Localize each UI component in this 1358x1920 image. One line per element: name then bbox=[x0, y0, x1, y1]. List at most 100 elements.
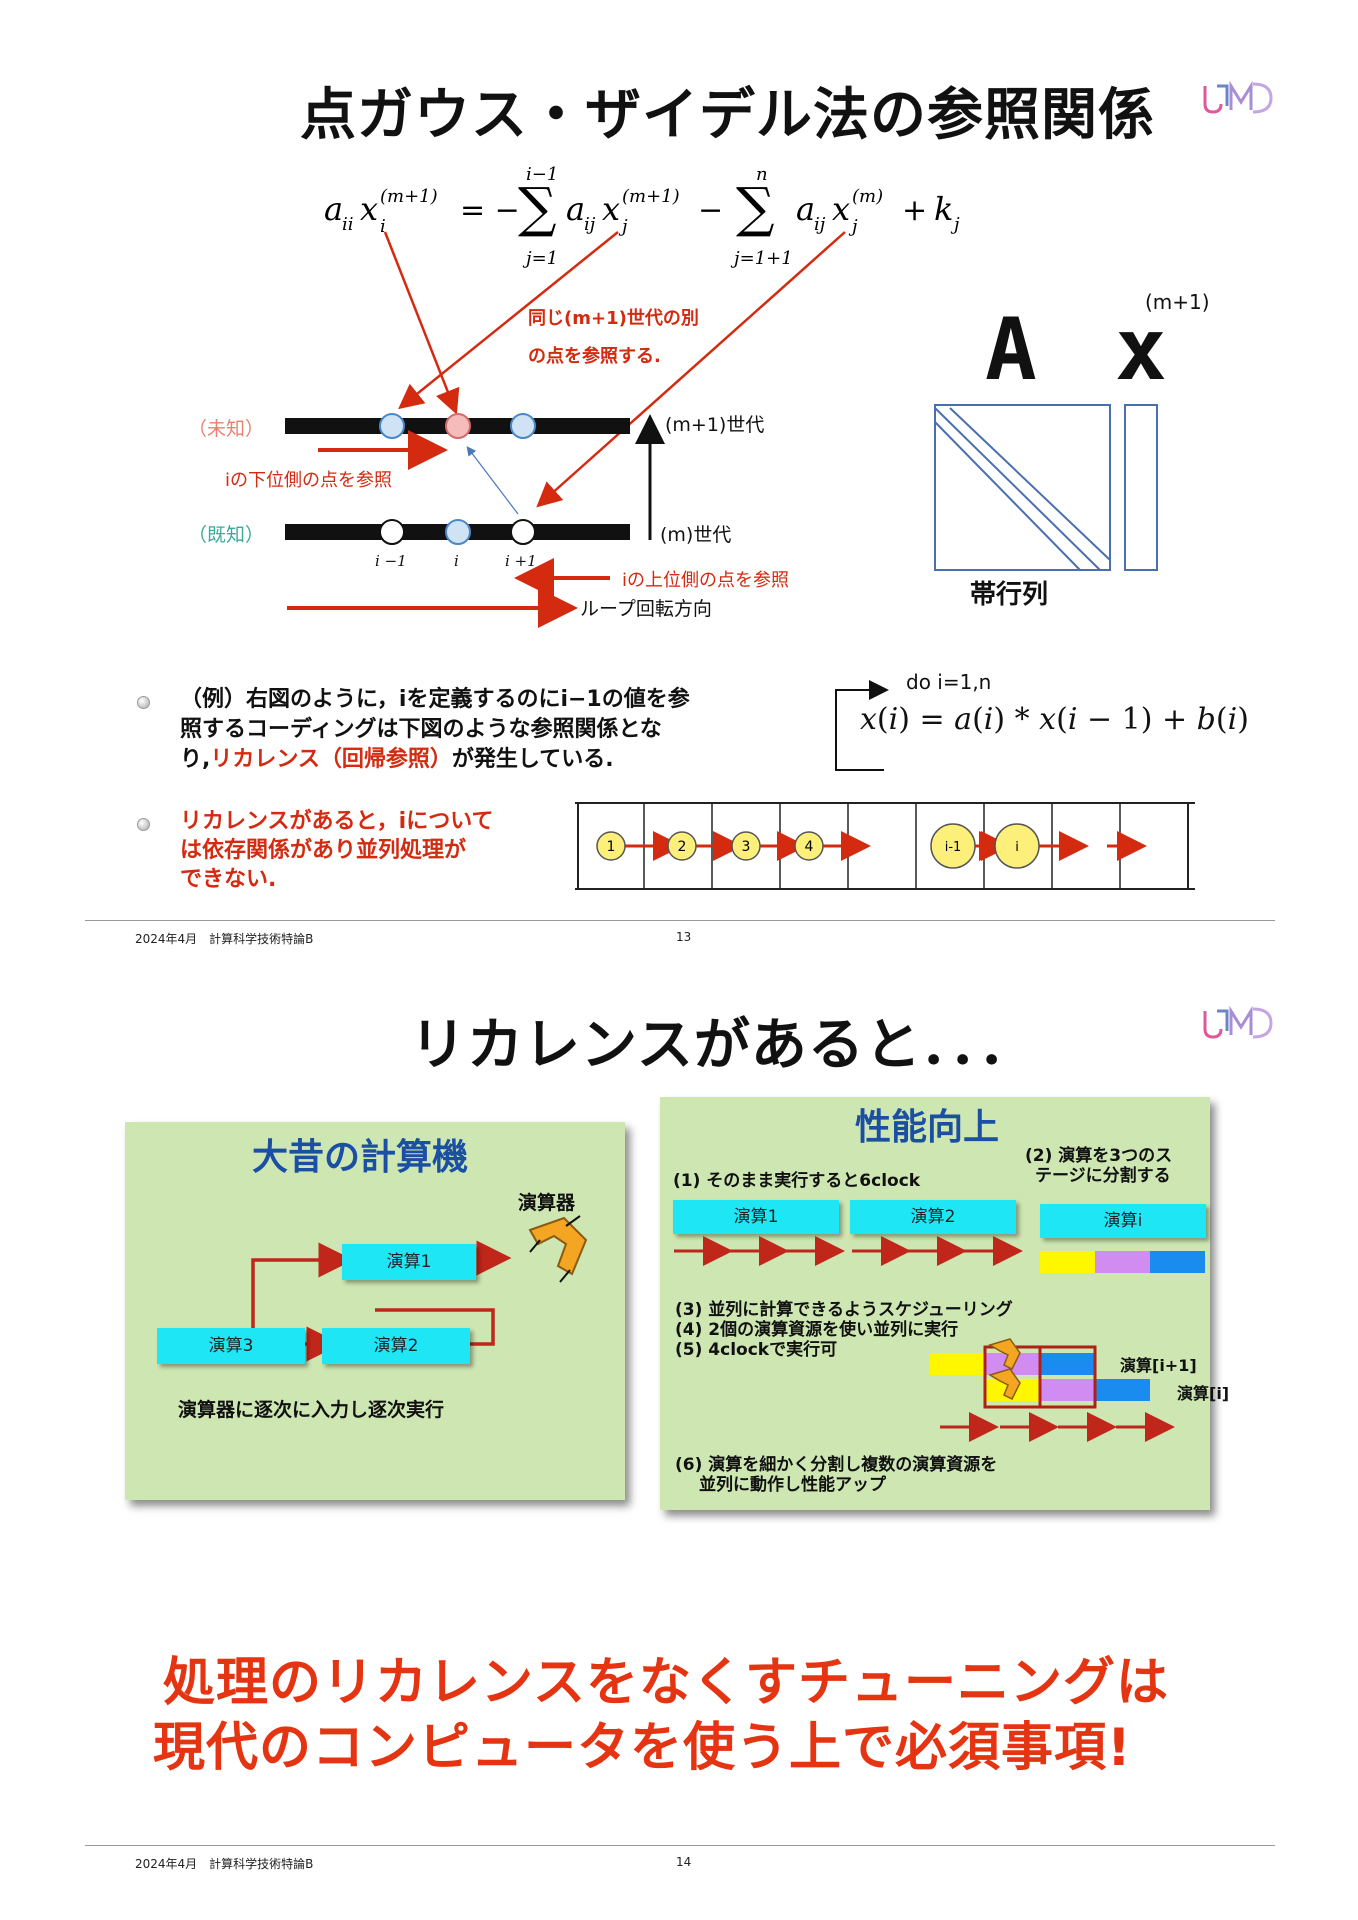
bullet-1-text: （例）右図のように，iを定義するのにi−1の値を参 照するコーディングは下図のよ… bbox=[180, 685, 690, 775]
conclusion-line-1: 処理のリカレンスをなくすチューニングは bbox=[163, 1653, 1169, 1713]
vector-x bbox=[1124, 404, 1158, 571]
annotation-line-1: 同じ(m+1)世代の別 bbox=[528, 308, 699, 329]
bullet-2-line-3: できない. bbox=[180, 867, 277, 892]
chain-node-i bbox=[994, 823, 1040, 869]
jmd-logo-icon-2 bbox=[1203, 1005, 1273, 1039]
band-matrix-label: 帯行列 bbox=[970, 580, 1049, 610]
svg-text:j=1: j=1 bbox=[522, 248, 558, 269]
svg-text:i−1: i−1 bbox=[526, 164, 558, 185]
index-label-i: i bbox=[454, 552, 459, 570]
chain-node-im1 bbox=[930, 823, 976, 869]
label-gen-next: (m+1)世代 bbox=[665, 414, 765, 436]
svg-text:ij: ij bbox=[584, 214, 596, 235]
index-label-im1: i −1 bbox=[375, 552, 407, 570]
perf-step2-line-1: (2) 演算を3つのス bbox=[1025, 1146, 1173, 1166]
blue-ref-arrow bbox=[466, 446, 519, 515]
bullet-1-line-1: （例）右図のように，iを定義するのにi−1の値を参 bbox=[180, 687, 690, 712]
arrow-term3 bbox=[536, 231, 846, 508]
label-known: （既知） bbox=[188, 524, 265, 546]
svg-text:∑: ∑ bbox=[736, 176, 775, 239]
svg-text:n: n bbox=[756, 164, 768, 185]
svg-text:a: a bbox=[566, 190, 585, 228]
chain-label-2: 2 bbox=[678, 839, 687, 855]
slide1-title: 点ガウス・ザイデル法の参照関係 bbox=[300, 83, 1155, 148]
performance-panel bbox=[660, 1097, 1210, 1510]
perf-step2-line-2: テージに分割する bbox=[1035, 1166, 1171, 1186]
svg-text:(m): (m) bbox=[852, 186, 883, 207]
perf-step6-line-2: 並列に動作し性能アップ bbox=[699, 1475, 886, 1495]
label-upper-ref: iの上位側の点を参照 bbox=[622, 570, 790, 591]
performance-title: 性能向上 bbox=[855, 1107, 1000, 1148]
perf-step6-line-1: (6) 演算を細かく分割し複数の演算資源を bbox=[675, 1455, 998, 1475]
label-lower-ref: iの下位側の点を参照 bbox=[225, 470, 393, 491]
svg-text:j=1+1: j=1+1 bbox=[730, 248, 793, 269]
perf-step1: (1) そのまま実行すると6clock bbox=[673, 1171, 921, 1191]
circle-bot-2 bbox=[445, 519, 471, 545]
perf-op2-box: 演算2 bbox=[850, 1200, 1016, 1234]
vector-x-superscript: (m+1) bbox=[1145, 290, 1210, 314]
slide2-page-number: 14 bbox=[676, 1855, 692, 1869]
bullet-dot-2 bbox=[137, 818, 150, 831]
perf-flow-graphics bbox=[674, 1236, 1205, 1442]
svg-text:j: j bbox=[848, 216, 858, 237]
slide1-page-number: 13 bbox=[676, 930, 692, 944]
label-unknown: （未知） bbox=[188, 418, 265, 440]
chain-node-3 bbox=[731, 831, 761, 861]
slide2-title: リカレンスがあると．．． bbox=[410, 1013, 1036, 1078]
perf-opi-box: 演算i bbox=[1040, 1204, 1206, 1238]
loop-header: do i=1,n bbox=[906, 670, 992, 694]
matrix-A-label: A bbox=[985, 300, 1037, 400]
circle-bot-3 bbox=[510, 519, 536, 545]
bullet-1-line-3: り,リカレンス（回帰参照）が発生している. bbox=[180, 747, 614, 772]
svg-text:−: − bbox=[698, 193, 723, 228]
conclusion-line-2: 現代のコンピュータを使う上で必須事項! bbox=[153, 1718, 1132, 1778]
alu-label: 演算器 bbox=[518, 1192, 576, 1214]
vector-x-label: x bbox=[1115, 300, 1167, 400]
old-op3-box: 演算3 bbox=[157, 1328, 305, 1364]
chain-node-2 bbox=[667, 831, 697, 861]
circle-top-1 bbox=[379, 413, 405, 439]
label-loop-direction: ループ回転方向 bbox=[580, 598, 712, 620]
perf-op1-box: 演算1 bbox=[673, 1200, 839, 1234]
svg-text:∑: ∑ bbox=[518, 176, 557, 239]
svg-text:(m+1): (m+1) bbox=[622, 186, 680, 207]
old-computer-caption: 演算器に逐次に入力し逐次実行 bbox=[178, 1399, 445, 1421]
jmd-logo-icon bbox=[1203, 80, 1273, 114]
svg-text:a: a bbox=[796, 190, 815, 228]
slide2-footer-left: 2024年4月 計算科学技術特論B bbox=[135, 1857, 314, 1871]
dependency-chain: 1 2 3 4 i-1 i bbox=[575, 802, 1195, 890]
old-computer-flow bbox=[251, 1240, 512, 1362]
chain-node-1 bbox=[596, 831, 626, 861]
chain-label-i: i bbox=[1015, 840, 1019, 855]
svg-text:x: x bbox=[832, 190, 850, 228]
label-gen-current: (m)世代 bbox=[660, 524, 732, 546]
bullet-2-text: リカレンスがあると，iについて は依存関係があり並列処理が できない. bbox=[180, 807, 494, 894]
perf-step4: (4) 2個の演算資源を使い並列に実行 bbox=[675, 1320, 959, 1340]
circle-top-2 bbox=[445, 413, 471, 439]
chain-node-4 bbox=[794, 831, 824, 861]
gauss-seidel-formula: a ii x (m+1) i = − ∑ i−1 j=1 a ij x (m+1… bbox=[320, 160, 1000, 280]
slide2-footer-rule bbox=[85, 1845, 1275, 1846]
svg-text:(m+1): (m+1) bbox=[380, 186, 438, 207]
band-matrix bbox=[934, 404, 1111, 571]
perf-step2: (2) 演算を3つのス テージに分割する bbox=[1025, 1146, 1172, 1186]
stage-label-ip1: 演算[i+1] bbox=[1120, 1356, 1197, 1375]
old-computer-title: 大昔の計算機 bbox=[252, 1137, 469, 1178]
perf-step5: (5) 4clockで実行可 bbox=[675, 1340, 838, 1360]
index-label-ip1: i +1 bbox=[505, 552, 537, 570]
circle-top-3 bbox=[510, 413, 536, 439]
slide1-footer-rule bbox=[85, 920, 1275, 921]
svg-text:x: x bbox=[602, 190, 620, 228]
reference-diagram bbox=[285, 231, 1158, 628]
perf-steps-345: (3) 並列に計算できるようスケジューリング (4) 2個の演算資源を使い並列に… bbox=[675, 1300, 1013, 1360]
recurrence-highlight: リカレンス（回帰参照） bbox=[210, 747, 452, 772]
stage-label-i: 演算[i] bbox=[1177, 1384, 1230, 1403]
svg-text:j: j bbox=[950, 214, 960, 235]
slide1-footer-left: 2024年4月 計算科学技術特論B bbox=[135, 932, 314, 946]
svg-text:x: x bbox=[360, 190, 378, 228]
annotation-same-generation: 同じ(m+1)世代の別 の点を参照する. bbox=[528, 300, 699, 376]
bullet-1-line-2: 照するコーディングは下図のような参照関係とな bbox=[180, 717, 662, 742]
bullet-2-line-1: リカレンスがあると，iについて bbox=[180, 809, 494, 834]
loop-body-formula: x(i) = a(i) * x(i − 1) + b(i) bbox=[860, 702, 1249, 737]
bullet-2-line-2: は依存関係があり並列処理が bbox=[180, 838, 467, 863]
